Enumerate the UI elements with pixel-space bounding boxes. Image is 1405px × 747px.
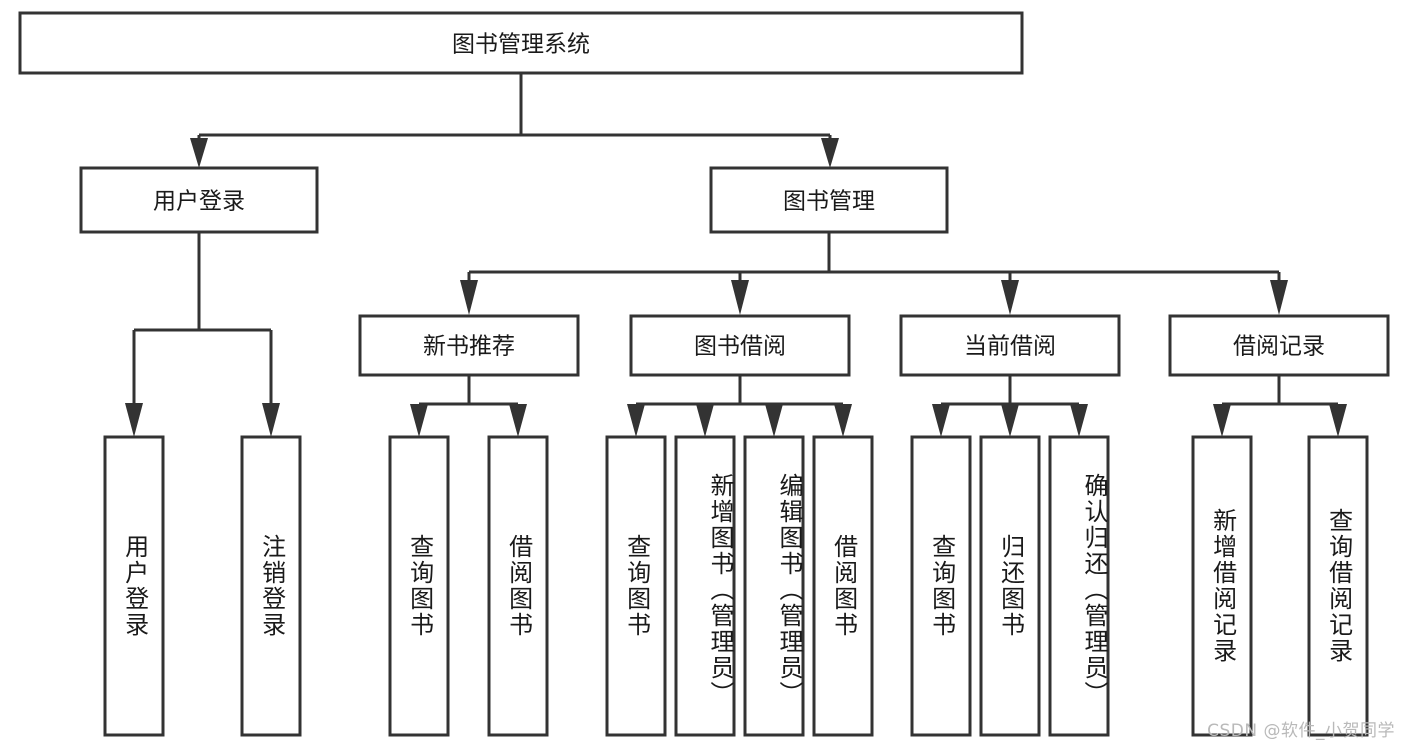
node-book-borrow[interactable]: 图书借阅: [629, 314, 851, 377]
leaf-box-query-book-2[interactable]: [605, 435, 667, 737]
node-box-shape: [1048, 435, 1110, 737]
node-label: 当前借阅: [964, 334, 1056, 360]
arrow-head-icon: [696, 404, 714, 437]
node-box-shape: [388, 435, 450, 737]
node-box-shape: [240, 435, 302, 737]
leaf-box-borrow-book-1[interactable]: [487, 435, 549, 737]
connector-root-to-level2: [190, 73, 839, 168]
node-new-book-recommend[interactable]: 新书推荐: [358, 314, 580, 377]
node-box-shape: [18, 11, 1024, 75]
arrow-head-icon: [1329, 404, 1347, 437]
node-root[interactable]: 图书管理系统: [18, 11, 1024, 75]
node-box-shape: [899, 314, 1121, 377]
arrow-head-icon: [731, 280, 749, 315]
arrow-head-icon: [1213, 404, 1231, 437]
node-user-login[interactable]: 用户登录: [79, 166, 319, 234]
node-box-shape: [605, 435, 667, 737]
connector-book-borrow-to-leaves: [627, 375, 852, 437]
arrow-head-icon: [821, 138, 839, 168]
node-label: 借阅记录: [1233, 334, 1325, 360]
connector-borrow-record-to-leaves: [1213, 375, 1347, 437]
leaf-box-add-book[interactable]: [674, 435, 736, 737]
arrow-head-icon: [125, 403, 143, 437]
arrow-head-icon: [262, 403, 280, 437]
node-box-shape: [709, 166, 949, 234]
node-box-shape: [1168, 314, 1390, 377]
node-borrow-record[interactable]: 借阅记录: [1168, 314, 1390, 377]
node-box-shape: [629, 314, 851, 377]
leaf-box-user-logout[interactable]: [240, 435, 302, 737]
arrow-head-icon: [509, 404, 527, 437]
arrow-head-icon: [1070, 404, 1088, 437]
arrow-head-icon: [627, 404, 645, 437]
arrow-head-icon: [410, 404, 428, 437]
node-label: 图书管理: [783, 189, 875, 215]
arrow-head-icon: [1001, 280, 1019, 315]
leaf-box-edit-book[interactable]: [743, 435, 805, 737]
arrow-head-icon: [765, 404, 783, 437]
arrow-head-icon: [834, 404, 852, 437]
leaf-box-confirm-return[interactable]: [1048, 435, 1110, 737]
connector-user-login-to-leaves: [125, 232, 280, 437]
node-box-shape: [1307, 435, 1369, 737]
node-book-manage[interactable]: 图书管理: [709, 166, 949, 234]
node-label: 用户登录: [153, 189, 245, 215]
leaf-box-user-login[interactable]: [103, 435, 165, 737]
node-box-shape: [103, 435, 165, 737]
leaf-box-add-record[interactable]: [1191, 435, 1253, 737]
leaf-box-return-book[interactable]: [979, 435, 1041, 737]
arrow-head-icon: [932, 404, 950, 437]
watermark-text: CSDN @软件_小贺同学: [1207, 721, 1395, 741]
arrow-head-icon: [1270, 280, 1288, 315]
node-box-shape: [79, 166, 319, 234]
leaf-box-query-book-3[interactable]: [910, 435, 972, 737]
arrow-head-icon: [190, 138, 208, 168]
node-box-shape: [1191, 435, 1253, 737]
connector-new-book-recommend-to-leaves: [410, 375, 527, 437]
node-box-shape: [743, 435, 805, 737]
arrow-head-icon: [460, 280, 478, 315]
node-box-shape: [674, 435, 736, 737]
node-box-shape: [910, 435, 972, 737]
leaf-box-query-book-1[interactable]: [388, 435, 450, 737]
leaf-box-query-record[interactable]: [1307, 435, 1369, 737]
leaf-box-borrow-book-2[interactable]: [812, 435, 874, 737]
node-label: 新书推荐: [423, 334, 515, 360]
node-label: 图书管理系统: [452, 32, 590, 58]
node-current-borrow[interactable]: 当前借阅: [899, 314, 1121, 377]
node-box-shape: [487, 435, 549, 737]
arrow-head-icon: [1001, 404, 1019, 437]
node-label: 图书借阅: [694, 334, 786, 360]
node-box-shape: [358, 314, 580, 377]
connector-book-manage-to-level3: [460, 232, 1288, 315]
connector-current-borrow-to-leaves: [932, 375, 1088, 437]
node-box-shape: [979, 435, 1041, 737]
node-box-shape: [812, 435, 874, 737]
